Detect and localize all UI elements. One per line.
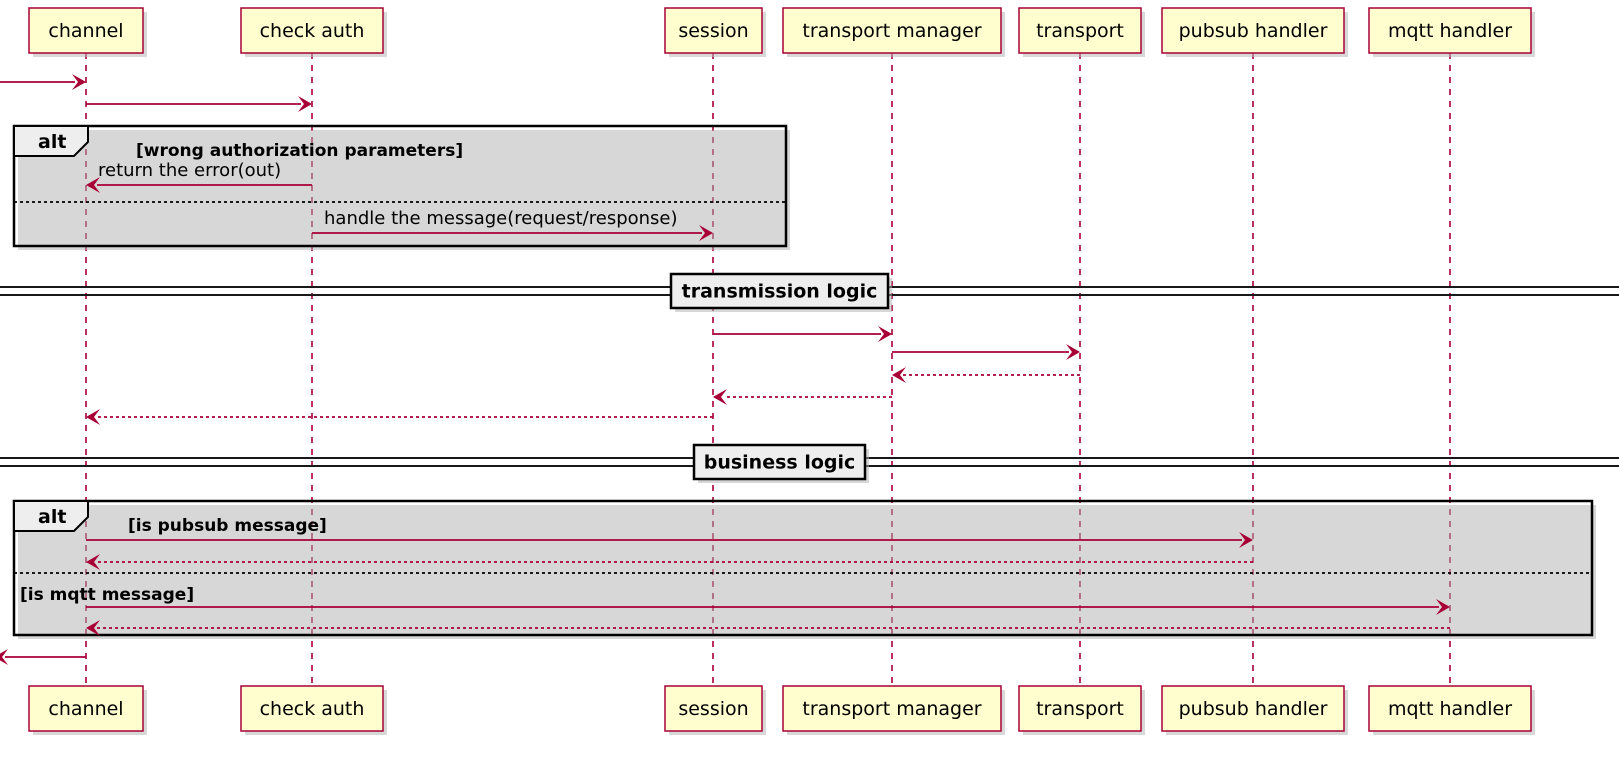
- section-dividers-layer: transmission logic business logic: [0, 272, 1619, 483]
- alt-frame-guard-0: [wrong authorization parameters]: [136, 141, 463, 161]
- alt-frame-alt-business: alt [is pubsub message] [is mqtt message]: [12, 499, 1596, 639]
- participant-transport_manager-bottom[interactable]: transport manager: [782, 685, 1005, 735]
- arrowhead-m2: [298, 96, 312, 112]
- participant-label-transport_manager: transport manager: [802, 20, 981, 42]
- alt-frame-tab: [13, 500, 89, 532]
- arrowhead-m4: [699, 225, 713, 241]
- arrowhead-m12: [1436, 599, 1450, 615]
- arrowhead-m5: [878, 326, 892, 342]
- arrowhead-m1: [72, 74, 86, 90]
- participant-session-bottom[interactable]: session: [664, 685, 766, 735]
- message-m12: [86, 599, 1450, 615]
- participant-transport-top[interactable]: transport: [1018, 7, 1145, 57]
- participant-label-pubsub_handler: pubsub handler: [1179, 698, 1328, 720]
- lifelines-layer: [85, 53, 1451, 686]
- divider-transmission: transmission logic: [0, 272, 1619, 312]
- participant-mqtt_handler-top[interactable]: mqtt handler: [1368, 7, 1535, 57]
- alt-frame-tab: [13, 125, 89, 157]
- alt-frames-layer: alt [wrong authorization parameters] alt [i…: [12, 124, 1596, 639]
- message-m14: [0, 649, 86, 665]
- divider-business: business logic: [0, 443, 1619, 483]
- participant-label-session: session: [678, 698, 748, 720]
- participant-session-top[interactable]: session: [664, 7, 766, 57]
- participant-label-mqtt_handler: mqtt handler: [1388, 20, 1512, 42]
- participant-mqtt_handler-bottom[interactable]: mqtt handler: [1368, 685, 1535, 735]
- participant-label-channel: channel: [48, 698, 123, 720]
- arrowhead-m14: [0, 649, 8, 665]
- participant-pubsub_handler-bottom[interactable]: pubsub handler: [1161, 685, 1348, 735]
- participants-layer: channel channel check auth check auth sessio…: [28, 7, 1535, 735]
- message-m10: [86, 532, 1253, 548]
- message-m8: [713, 389, 892, 405]
- message-m5: [713, 326, 892, 342]
- arrowhead-m3: [86, 177, 100, 193]
- messages-layer: return the error(out) handle the message(…: [0, 74, 1450, 665]
- alt-frame-tab-label: alt: [38, 506, 66, 528]
- participant-check_auth-bottom[interactable]: check auth: [240, 685, 387, 735]
- message-m6: [892, 344, 1080, 360]
- participant-label-pubsub_handler: pubsub handler: [1179, 20, 1328, 42]
- divider-transmission-label: transmission logic: [682, 281, 878, 303]
- message-m13: [86, 620, 1450, 636]
- alt-frame-tab-label: alt: [38, 131, 66, 153]
- participant-label-transport: transport: [1036, 20, 1124, 42]
- message-m9: [86, 409, 713, 425]
- message-m11: [86, 554, 1253, 570]
- participant-label-session: session: [678, 20, 748, 42]
- arrowhead-m7: [892, 367, 906, 383]
- message-label-m4: handle the message(request/response): [324, 208, 678, 229]
- message-m2: [86, 96, 312, 112]
- participant-check_auth-top[interactable]: check auth: [240, 7, 387, 57]
- participant-channel-top[interactable]: channel: [28, 7, 147, 57]
- message-m1: [0, 74, 86, 90]
- participant-channel-bottom[interactable]: channel: [28, 685, 147, 735]
- arrowhead-m9: [86, 409, 100, 425]
- arrowhead-m8: [713, 389, 727, 405]
- participant-label-check_auth: check auth: [260, 20, 365, 42]
- participant-label-transport: transport: [1036, 698, 1124, 720]
- message-m4: handle the message(request/response): [312, 208, 713, 241]
- participant-transport_manager-top[interactable]: transport manager: [782, 7, 1005, 57]
- message-label-m3: return the error(out): [98, 160, 281, 181]
- participant-label-mqtt_handler: mqtt handler: [1388, 698, 1512, 720]
- participant-label-channel: channel: [48, 20, 123, 42]
- participant-transport-bottom[interactable]: transport: [1018, 685, 1145, 735]
- arrowhead-m11: [86, 554, 100, 570]
- participant-label-check_auth: check auth: [260, 698, 365, 720]
- arrowhead-m10: [1239, 532, 1253, 548]
- alt-frame-guard-0: [is pubsub message]: [128, 516, 327, 536]
- arrowhead-m6: [1066, 344, 1080, 360]
- alt-frame-guard-1: [is mqtt message]: [20, 585, 194, 605]
- message-m3: return the error(out): [86, 160, 312, 193]
- participant-label-transport_manager: transport manager: [802, 698, 981, 720]
- arrowhead-m13: [86, 620, 100, 636]
- participant-pubsub_handler-top[interactable]: pubsub handler: [1161, 7, 1348, 57]
- message-m7: [892, 367, 1080, 383]
- divider-business-label: business logic: [704, 452, 856, 474]
- alt-frame-alt-auth: alt [wrong authorization parameters]: [12, 124, 790, 250]
